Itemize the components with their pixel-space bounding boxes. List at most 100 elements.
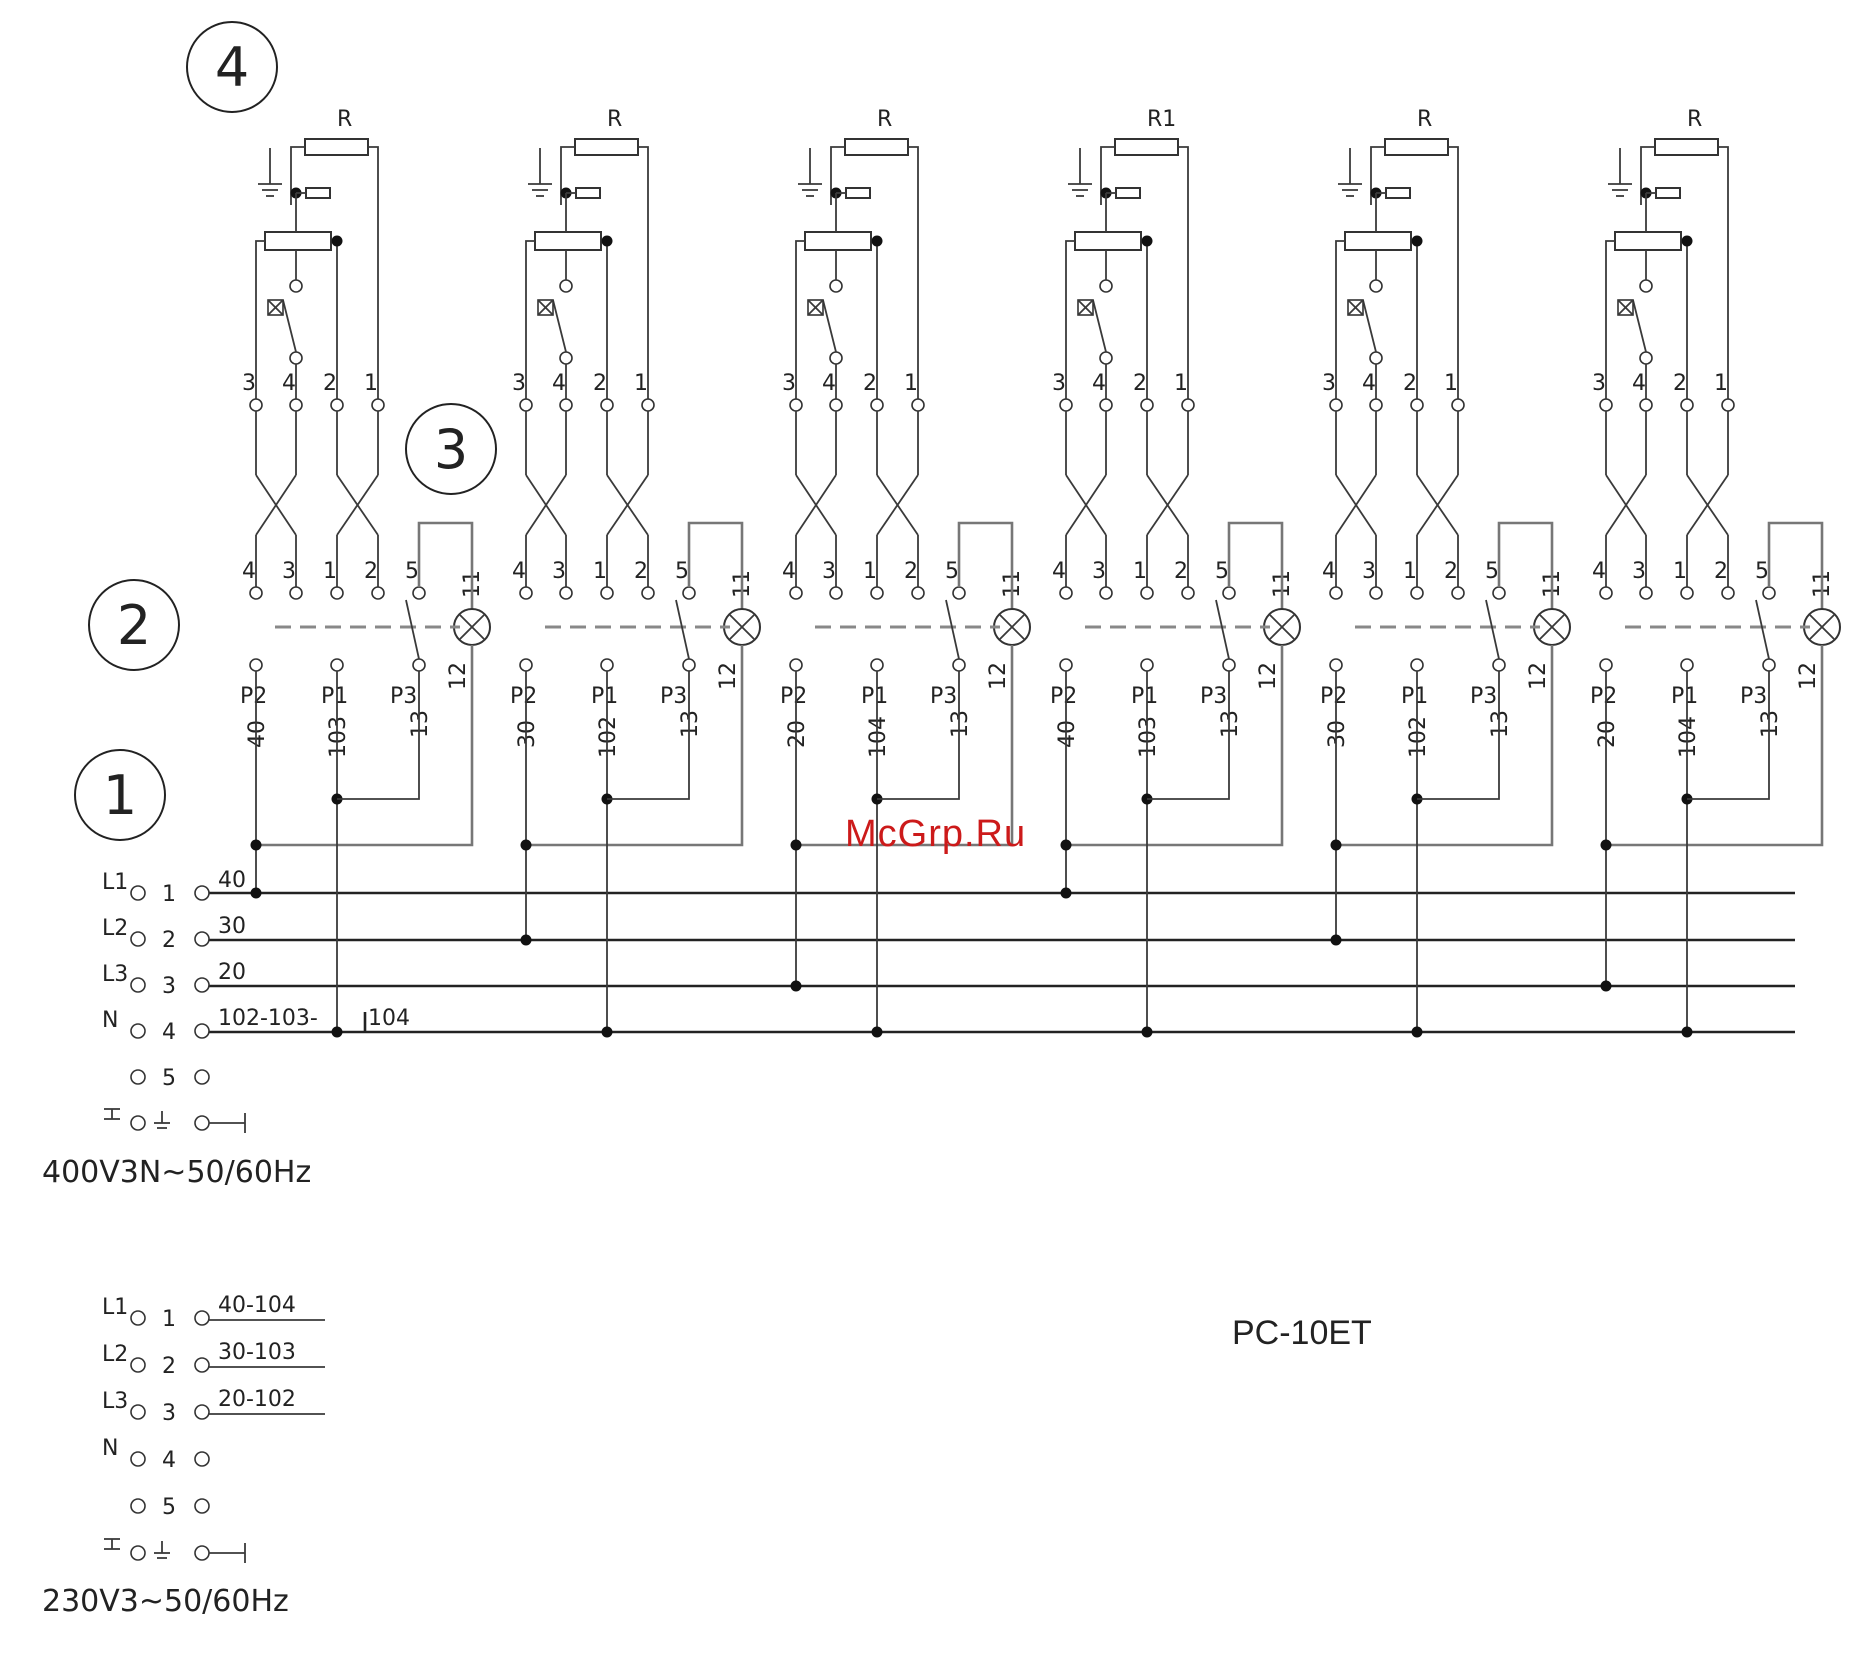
terminal — [194, 1404, 210, 1420]
wire — [908, 146, 919, 405]
junction-dot — [1141, 235, 1153, 247]
wire — [1605, 240, 1615, 405]
callout-4-label: 4 — [215, 36, 249, 99]
selector-terminal — [911, 586, 925, 600]
p2-wire-label: 30 — [515, 720, 540, 748]
sensor-icon — [575, 187, 601, 199]
wire — [1370, 146, 1385, 205]
switch-terminal-label: 1 — [1444, 371, 1458, 396]
phase-label: L3 — [102, 1389, 128, 1414]
junction-dot — [520, 934, 532, 946]
switch-blade — [552, 299, 567, 353]
selector-terminal — [600, 586, 614, 600]
lamp-wire — [687, 521, 744, 609]
wire — [1605, 474, 1647, 536]
selector-terminal — [1329, 586, 1343, 600]
p1-wire-label: 104 — [1676, 716, 1701, 758]
heating-element — [1074, 231, 1142, 251]
p3-label: P3 — [1740, 684, 1767, 709]
selector-terminal — [870, 586, 884, 600]
switch-terminal-label: 1 — [364, 371, 378, 396]
selector-terminal — [1329, 658, 1343, 672]
switch-terminal-label: 4 — [1362, 371, 1376, 396]
switch-terminal-label: 1 — [904, 371, 918, 396]
switch-terminal — [600, 398, 614, 412]
pilot-lamp-icon — [1269, 614, 1295, 640]
selector-terminal-label: 2 — [1174, 559, 1188, 584]
callout-3-label: 3 — [434, 418, 468, 481]
p3-wire-label: 13 — [1488, 710, 1513, 738]
selector-terminal-label: 3 — [282, 559, 296, 584]
selector-terminal-label: 2 — [1444, 559, 1458, 584]
junction-dot — [331, 235, 343, 247]
selector-terminal — [1492, 658, 1506, 672]
switch-contact — [1369, 279, 1383, 293]
junction-dot — [1141, 1026, 1153, 1038]
selector-terminal-label: 1 — [863, 559, 877, 584]
switch-terminal — [870, 398, 884, 412]
switch-terminal — [1140, 398, 1154, 412]
wire — [1335, 240, 1345, 405]
selector-terminal-label: 5 — [405, 559, 419, 584]
wire — [1686, 474, 1729, 536]
junction-dot — [601, 1026, 613, 1038]
switch-blade — [822, 299, 837, 353]
p1-wire-label: 104 — [866, 716, 891, 758]
wire — [1146, 474, 1189, 536]
selector-terminal-label: 5 — [1215, 559, 1229, 584]
terminal — [130, 1498, 146, 1514]
switch-contact — [829, 351, 843, 365]
switch-terminal-label: 2 — [323, 371, 337, 396]
selector-terminal — [559, 586, 573, 600]
resistor-label: R1 — [1147, 107, 1176, 132]
selector-switch — [675, 599, 690, 660]
wire — [795, 240, 805, 405]
switch-terminal — [249, 398, 263, 412]
lamp-terminal-label: 12 — [1256, 662, 1281, 690]
resistor-r — [1114, 138, 1179, 156]
p3-wire-label: 13 — [948, 710, 973, 738]
wire — [1100, 146, 1115, 205]
switch-terminal-label: 3 — [512, 371, 526, 396]
switch-terminal — [289, 398, 303, 412]
selector-terminal — [519, 586, 533, 600]
selector-switch — [1755, 599, 1770, 660]
switch-terminal-label: 2 — [593, 371, 607, 396]
selector-terminal — [1222, 658, 1236, 672]
phase-label: L1 — [102, 1295, 128, 1320]
terminal — [130, 1310, 146, 1326]
switch-terminal — [1680, 398, 1694, 412]
junction-dot — [1600, 980, 1612, 992]
wire-label: 40 — [218, 868, 246, 893]
wire — [1687, 671, 1770, 800]
switch-contact — [559, 351, 573, 365]
selector-terminal — [600, 658, 614, 672]
selector-terminal-label: 4 — [512, 559, 526, 584]
wire — [255, 474, 297, 536]
switch-contact — [289, 351, 303, 365]
selector-terminal — [641, 586, 655, 600]
p3-wire-label: 13 — [1758, 710, 1783, 738]
p2-label: P2 — [510, 684, 537, 709]
wire — [537, 299, 554, 316]
switch-terminal-label: 1 — [1714, 371, 1728, 396]
lamp-terminal-label: 12 — [716, 662, 741, 690]
terminal — [130, 1404, 146, 1420]
resistor-r — [1654, 138, 1719, 156]
wire — [877, 671, 960, 800]
selector-terminal — [870, 658, 884, 672]
switch-terminal — [1410, 398, 1424, 412]
terminal-number: 3 — [162, 1401, 176, 1426]
resistor-label: R — [877, 107, 892, 132]
pilot-lamp-icon — [1809, 614, 1835, 640]
selector-terminal — [789, 658, 803, 672]
p1-label: P1 — [1671, 684, 1698, 709]
pilot-lamp-icon — [1539, 614, 1565, 640]
junction-dot — [1411, 235, 1423, 247]
